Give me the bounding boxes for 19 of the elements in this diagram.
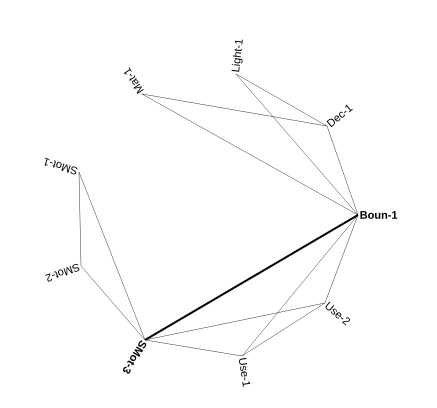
connector-line xyxy=(78,172,146,340)
connector-line xyxy=(80,266,146,340)
vertex-label: Boun-1 xyxy=(360,211,398,219)
connector-line xyxy=(236,74,358,216)
connector-line xyxy=(78,172,82,266)
connector-line xyxy=(142,94,328,126)
connector-line xyxy=(326,126,358,216)
connector-line xyxy=(242,302,326,356)
vertex-label: Light-1 xyxy=(232,40,243,72)
vertex-label: SMot-2 xyxy=(45,264,80,282)
connector-line xyxy=(142,94,358,216)
connector-line xyxy=(144,214,359,341)
connector-line xyxy=(144,340,242,356)
connector-line xyxy=(242,214,358,356)
connector-line xyxy=(144,302,326,340)
connector-line xyxy=(324,214,358,304)
vertex-label: Use-1 xyxy=(239,358,250,387)
connector-line xyxy=(236,74,328,126)
vertex-label: SMot-1 xyxy=(44,158,78,174)
